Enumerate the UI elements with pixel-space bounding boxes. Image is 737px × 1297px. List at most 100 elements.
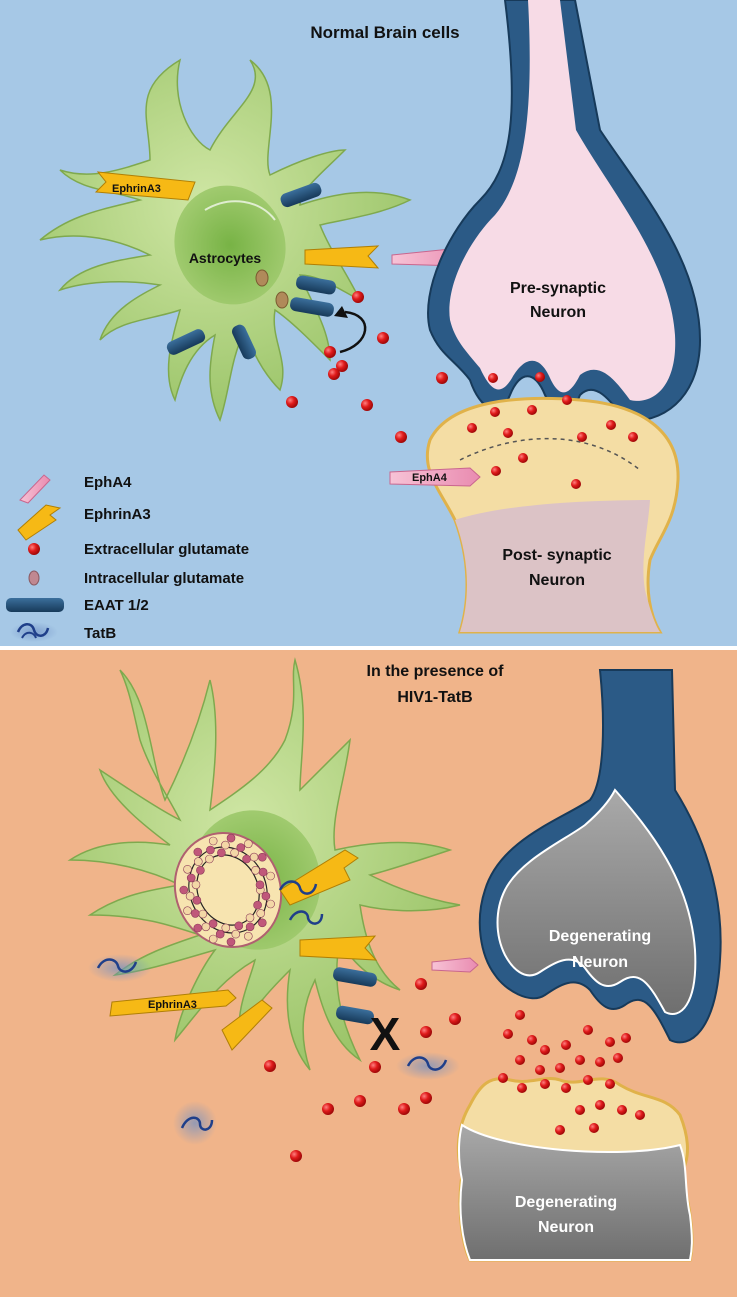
nucleus-particle (191, 880, 201, 890)
ephrina3-tag-text-bottom: EphrinA3 (148, 999, 197, 1011)
epha4-icon (19, 474, 51, 504)
extracellular-glutamate-group-bottom (264, 978, 461, 1162)
nucleus-particle (185, 891, 195, 901)
extracellular-glutamate (575, 1055, 585, 1065)
nucleus-particle (198, 909, 208, 919)
nucleus-particle (208, 934, 218, 944)
nucleus-particle (249, 852, 259, 862)
top-panel-title: Normal Brain cells (310, 23, 459, 42)
extracellular-glutamate (589, 1123, 599, 1133)
extracellular-glutamate (555, 1063, 565, 1073)
pre-synaptic-label-line1: Pre-synaptic (510, 280, 606, 297)
upper-neuron-label-line2: Neuron (572, 954, 628, 971)
pre-synaptic-label-line2: Neuron (530, 304, 586, 321)
nucleus-particle (245, 913, 255, 923)
ephrina3-ligand-tag (94, 171, 196, 201)
nucleus-particle (183, 864, 192, 874)
nucleus-particle (221, 840, 230, 850)
ephrina3-icon (17, 504, 62, 541)
nucleus-particle (231, 929, 241, 939)
synaptic-glutamate-group-top (467, 372, 638, 489)
extracellular-glutamate (595, 1100, 605, 1110)
ephrina3-ligand (304, 245, 380, 269)
lower-neuron-label-line1: Degenerating (515, 1194, 617, 1211)
legend-eaat-label: EAAT 1/2 (84, 597, 149, 614)
extracellular-glutamate (621, 1033, 631, 1043)
extracellular-glutamate (395, 431, 407, 443)
uptake-arrow (339, 310, 367, 354)
extracellular-glutamate (361, 399, 373, 411)
nucleus-particle (244, 931, 253, 941)
nucleus-particle (215, 929, 225, 939)
extracellular-glutamate (555, 1125, 565, 1135)
epha4-tag-text: EphA4 (412, 472, 448, 484)
nucleus-particle (257, 852, 267, 862)
legend: EphA4 EphrinA3 Extracellular glutamate I… (6, 474, 249, 642)
post-synaptic-label-line1: Post- synaptic (502, 547, 611, 564)
extracellular-glutamate (595, 1057, 605, 1067)
nucleus-particle (217, 848, 226, 858)
nucleus-particle (179, 885, 189, 895)
extracellular-glutamate (336, 360, 348, 372)
tatb-particle (396, 1052, 460, 1080)
nucleus-particle (242, 854, 251, 864)
nucleus-particle (226, 937, 236, 947)
bottom-panel-title-line1: In the presence of (367, 663, 505, 680)
nucleus-particle (186, 873, 196, 883)
epha4-receptor (431, 957, 479, 973)
extracellular-glutamate (583, 1075, 593, 1085)
extracellular-glutamate (583, 1025, 593, 1035)
extracellular-glutamate (324, 346, 336, 358)
nucleus-particle (256, 909, 266, 918)
extracellular-glutamate (540, 1079, 550, 1089)
nucleus-particle (226, 833, 236, 843)
synaptic-glutamate-group-bottom (498, 1010, 645, 1135)
nucleus-particle (236, 843, 246, 852)
tatb-particle (173, 1101, 217, 1145)
astrocyte-label: Astrocytes (189, 250, 262, 266)
nucleus-particle (266, 899, 275, 909)
extracellular-glutamate-icon (28, 543, 40, 555)
intracellular-glutamate (255, 269, 269, 287)
nucleus-particle (206, 845, 215, 855)
nucleus-particle (258, 867, 268, 877)
nucleus-particle (193, 923, 203, 933)
extracellular-glutamate (515, 1055, 525, 1065)
nucleus-particle (191, 909, 200, 918)
nucleus-particle (192, 895, 202, 905)
upper-neuron-label-line1: Degenerating (549, 928, 651, 945)
nucleus-particles (179, 833, 275, 947)
lower-neuron-label-line2: Neuron (538, 1219, 594, 1236)
eaat-transporter (280, 182, 322, 208)
nucleus-particle (244, 839, 253, 849)
nucleus-particle (261, 891, 271, 901)
tatb-icon (10, 622, 58, 642)
degenerating-neuron-upper (478, 669, 722, 1044)
tatb-particle (278, 880, 324, 925)
nucleus-particle (245, 922, 255, 932)
ephrina3-ligand-tag (109, 989, 237, 1017)
nucleus-particle (234, 921, 244, 931)
uptake-blocked-mark: X (370, 1008, 401, 1060)
ephrina3-tag-text: EphrinA3 (112, 183, 161, 195)
extracellular-glutamate (527, 1035, 537, 1045)
extracellular-glutamate (617, 1105, 627, 1115)
extracellular-glutamate (535, 1065, 545, 1075)
nucleus-particle (196, 865, 205, 875)
eaat-transporter (333, 967, 377, 987)
ephrina3-ligand (299, 935, 378, 961)
uptake-arrowhead (334, 306, 348, 318)
nucleus-particle (208, 836, 218, 846)
eaat-transporter (166, 329, 206, 355)
extracellular-glutamate (605, 1037, 615, 1047)
extracellular-glutamate (613, 1053, 623, 1063)
nucleus-particle (193, 847, 203, 857)
extracellular-glutamate (503, 1029, 513, 1039)
post-synaptic-neuron (425, 396, 680, 634)
epha4-receptor-tag (389, 467, 481, 487)
ephrina3-ligand (221, 999, 273, 1051)
nucleus-particle (255, 880, 265, 890)
nucleus-particle (201, 922, 211, 932)
